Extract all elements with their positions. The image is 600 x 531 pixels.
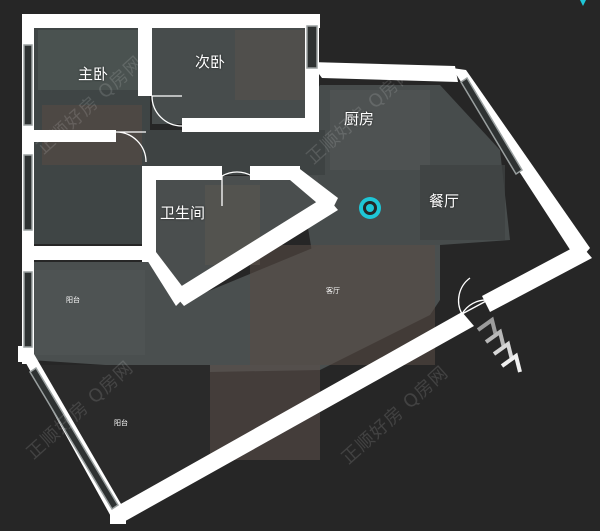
room-label-living: 客厅 <box>326 287 340 295</box>
wall-bath-lower-diagonal <box>172 196 338 306</box>
room-label-dining: 餐厅 <box>429 192 460 210</box>
window-right-diagonal <box>459 76 524 176</box>
wall-kitchen-stub <box>305 62 319 132</box>
wall-master-corridor <box>22 130 116 142</box>
wall-bottom-diagonal <box>110 312 474 524</box>
wall-bath-top <box>142 166 222 180</box>
wall-bath-left-diagonal <box>142 252 188 306</box>
door-bathroom <box>221 171 253 206</box>
room-label-balcony-upper: 阳台 <box>66 296 80 304</box>
wall-balcony-end <box>18 346 32 362</box>
window-left-upper <box>23 44 33 126</box>
window-left-lower <box>23 271 33 348</box>
doors <box>115 95 489 315</box>
wall-bath-top2 <box>250 166 300 180</box>
floor-lower-balcony <box>30 360 210 512</box>
wall-partition-1 <box>138 14 152 96</box>
wall-dining-lower <box>482 244 592 312</box>
window-balcony-diagonal <box>28 366 120 511</box>
door-entrance <box>461 299 489 315</box>
room-label-second-bedroom: 次卧 <box>195 53 226 71</box>
room-label-master-bedroom: 主卧 <box>78 65 109 83</box>
window-left-mid <box>23 154 33 231</box>
wall-second-bottom <box>182 118 318 132</box>
door-master-bedroom <box>115 131 147 163</box>
wall-top <box>22 14 320 28</box>
north-marker-icon <box>580 0 586 6</box>
door-second-bedroom <box>151 95 183 127</box>
floor-areas <box>30 24 510 512</box>
wall-kitchen-top <box>310 62 458 82</box>
windows <box>23 25 524 511</box>
room-label-kitchen: 厨房 <box>344 110 375 128</box>
wall-master-bottom <box>22 246 153 260</box>
entrance-chevron-icon[interactable] <box>476 316 522 373</box>
room-label-balcony-lower: 阳台 <box>114 419 128 427</box>
location-dot-icon[interactable] <box>359 197 381 219</box>
wall-balcony-corner <box>110 508 126 524</box>
window-top-right <box>306 25 318 69</box>
room-label-bathroom: 卫生间 <box>160 204 206 222</box>
wall-bath-left <box>142 166 156 262</box>
